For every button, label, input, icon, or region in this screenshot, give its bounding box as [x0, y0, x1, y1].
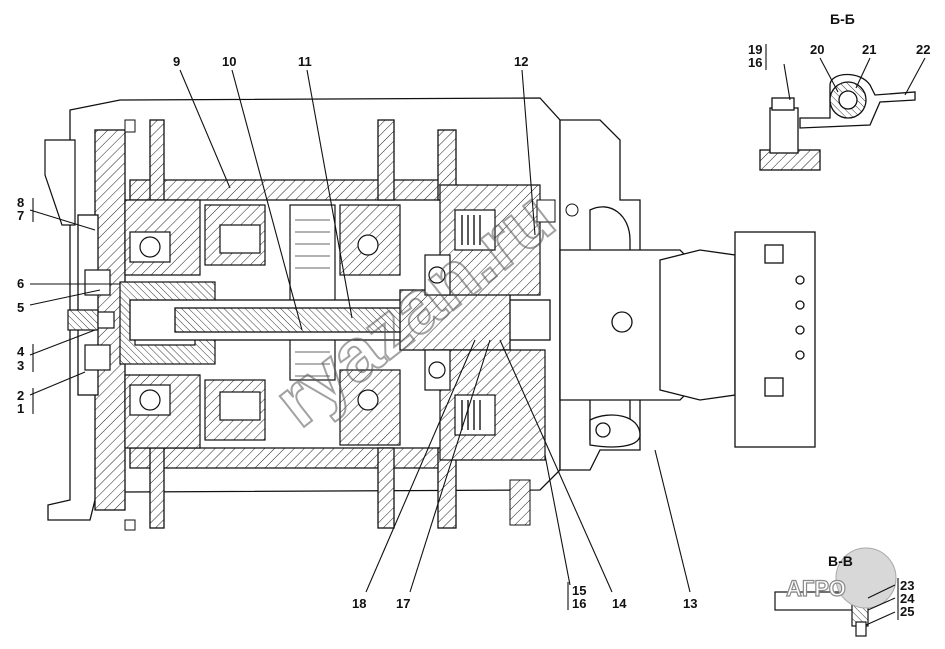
callout-18: 18 [352, 596, 366, 611]
main-shaft [129, 289, 551, 351]
callout-22: 22 [916, 42, 930, 57]
clutch-pack [424, 184, 546, 461]
callout-15: 15 [572, 583, 586, 598]
callout-labels: 9 10 11 12 8 7 6 5 4 3 2 1 18 17 14 13 1… [17, 42, 930, 619]
callout-8: 8 [17, 195, 24, 210]
callout-17: 17 [396, 596, 410, 611]
callout-4: 4 [17, 344, 25, 359]
callout-6: 6 [17, 276, 24, 291]
logo-text: АГРО [786, 576, 846, 601]
callout-24: 24 [900, 591, 915, 606]
callout-19: 19 [748, 42, 762, 57]
callout-14: 14 [612, 596, 627, 611]
left-fittings [44, 139, 115, 371]
callout-12: 12 [514, 54, 528, 69]
callout-3: 3 [17, 358, 24, 373]
callout-5: 5 [17, 300, 24, 315]
callout-11: 11 [298, 54, 312, 69]
agro-logo: АГРО [785, 547, 897, 609]
callout-16b: 16 [748, 55, 762, 70]
planetary-gear-set [204, 204, 401, 446]
callout-16: 16 [572, 596, 586, 611]
callout-25: 25 [900, 604, 914, 619]
callout-1: 1 [17, 401, 24, 416]
callout-23: 23 [900, 578, 914, 593]
callout-7: 7 [17, 208, 24, 223]
section-b-b [759, 73, 916, 171]
section-title-b-b: Б-Б [830, 11, 855, 27]
leader-lines [29, 44, 926, 626]
bolts [124, 119, 579, 531]
callout-9: 9 [173, 54, 180, 69]
callout-2: 2 [17, 388, 24, 403]
callout-13: 13 [683, 596, 697, 611]
callout-10: 10 [222, 54, 236, 69]
callout-21: 21 [862, 42, 876, 57]
callout-20: 20 [810, 42, 824, 57]
output-housing [559, 119, 816, 471]
section-title-v-v: В-В [828, 553, 853, 569]
